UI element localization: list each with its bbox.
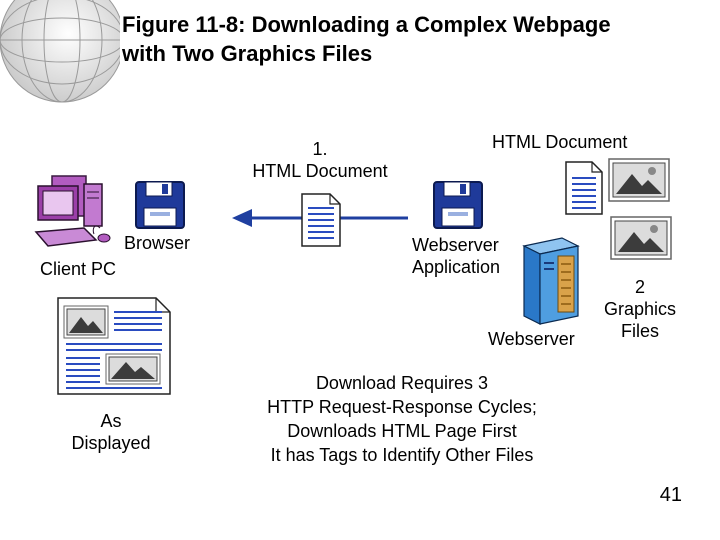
displayed-image-1-icon xyxy=(63,305,109,339)
slide-title-line2: with Two Graphics Files xyxy=(122,41,373,66)
step-html-document-label: HTML Document xyxy=(252,161,388,181)
client-floppy-disk-icon xyxy=(135,181,185,229)
graphics-files-line1: Graphics xyxy=(603,299,677,319)
step-number: 1. xyxy=(312,139,328,159)
slide-title-line1: Figure 11-8: Downloading a Complex Webpa… xyxy=(122,12,611,37)
webserver-icon xyxy=(522,237,580,325)
displayed-image-2-icon xyxy=(105,353,161,385)
graphics-files-line2: Files xyxy=(620,321,659,341)
download-notes: Download Requires 3 HTTP Request-Respons… xyxy=(232,371,572,467)
client-pc-icon xyxy=(34,175,111,247)
top-html-document-label: HTML Document xyxy=(492,132,628,152)
browser-label: Browser xyxy=(124,233,191,253)
graphics-file-1-icon xyxy=(608,158,670,202)
note-line-1: Download Requires 3 xyxy=(315,373,489,393)
graphics-files-count: 2 xyxy=(634,277,645,297)
server-html-document-icon xyxy=(565,161,603,215)
transfer-html-document-icon xyxy=(301,193,341,247)
note-line-4: It has Tags to Identify Other Files xyxy=(270,445,534,465)
note-line-3: Downloads HTML Page First xyxy=(287,421,517,441)
server-floppy-disk-icon xyxy=(433,181,483,229)
as-displayed-line1: As xyxy=(100,411,122,431)
displayed-page-icon xyxy=(57,297,171,395)
page-number: 41 xyxy=(659,484,682,506)
graphics-file-2-icon xyxy=(610,216,672,260)
as-displayed-label: As Displayed xyxy=(56,410,166,454)
step-label: 1. HTML Document xyxy=(230,138,410,182)
webserver-application-line2: Application xyxy=(412,257,501,277)
client-pc-label: Client PC xyxy=(40,259,117,279)
webserver-application-label: Webserver Application xyxy=(412,234,500,278)
as-displayed-line2: Displayed xyxy=(71,433,151,453)
globe-decoration-icon xyxy=(0,0,120,103)
webserver-label: Webserver xyxy=(488,329,575,349)
webserver-application-line1: Webserver xyxy=(412,235,499,255)
graphics-files-label: 2 Graphics Files xyxy=(592,276,688,342)
slide-title: Figure 11-8: Downloading a Complex Webpa… xyxy=(122,10,682,68)
note-line-2: HTTP Request-Response Cycles; xyxy=(267,397,537,417)
